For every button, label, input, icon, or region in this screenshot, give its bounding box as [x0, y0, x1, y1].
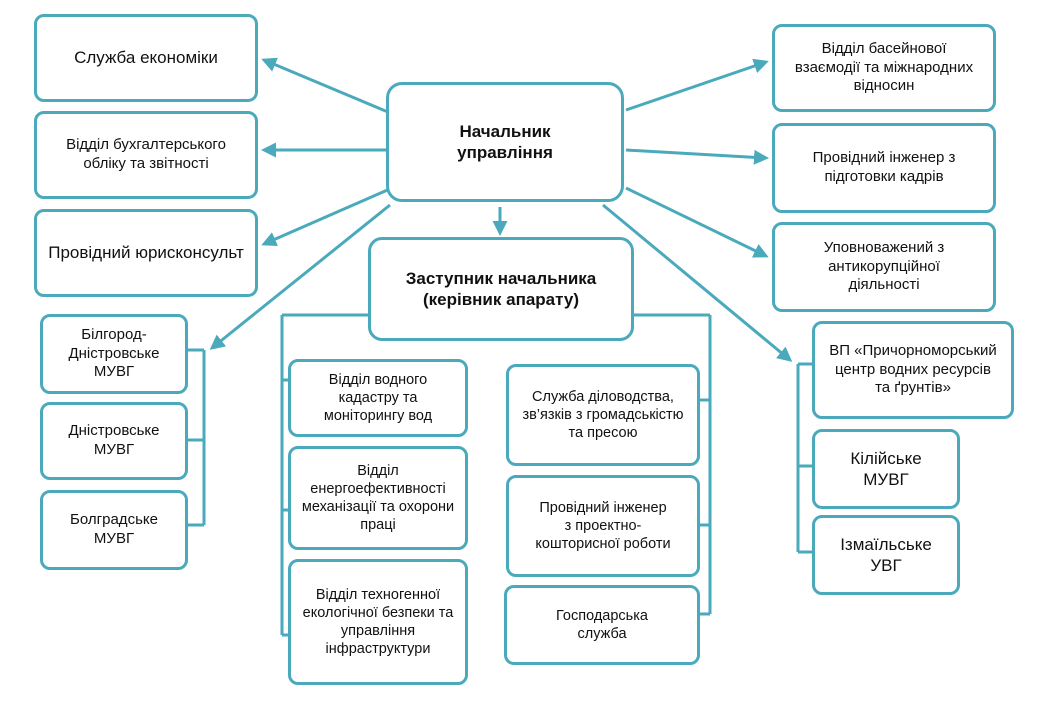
arrow-to-economics	[261, 57, 389, 114]
node-economics: Служба економіки	[34, 14, 258, 102]
node-bolgradske: Болградське МУВГ	[40, 490, 188, 570]
arrow-to-right-group	[602, 203, 793, 362]
node-head: Начальник управління	[386, 82, 624, 202]
arrow-to-basin	[625, 58, 769, 112]
node-clerical: Служба діловодства, зв’язків з громадськ…	[506, 364, 700, 466]
node-accounting: Відділ бухгалтерського обліку та звітнос…	[34, 111, 258, 199]
node-bilgorod: Білгород-Дністровське МУВГ	[40, 314, 188, 394]
node-household: Господарська служба	[504, 585, 700, 665]
arrow-to-hr	[625, 148, 769, 165]
arrow-to-left-group	[209, 203, 391, 350]
node-hr: Провідний інженер з підготовки кадрів	[772, 123, 996, 213]
node-kiliyske: Кілійське МУВГ	[812, 429, 960, 509]
arrow-to-legal	[261, 186, 393, 247]
arrow-to-anticorruption	[625, 186, 769, 258]
node-vp: ВП «Причорноморський центр водних ресурс…	[812, 321, 1014, 419]
node-energy: Відділ енергоефективності механізації та…	[288, 446, 468, 550]
node-dnistrovske: Дністровське МУВГ	[40, 402, 188, 480]
node-legal: Провідний юрисконсульт	[34, 209, 258, 297]
node-izmailske: Ізмаїльське УВГ	[812, 515, 960, 595]
node-basin: Відділ басейнової взаємодії та міжнародн…	[772, 24, 996, 112]
node-cadastre: Відділ водного кадастру та моніторингу в…	[288, 359, 468, 437]
node-techno: Відділ техногенної екологічної безпеки т…	[288, 559, 468, 685]
node-design: Провідний інженер з проектно-кошторисної…	[506, 475, 700, 577]
node-deputy: Заступник начальника (керівник апарату)	[368, 237, 634, 341]
node-anticorruption: Уповноважений з антикорупційної діяльнос…	[772, 222, 996, 312]
